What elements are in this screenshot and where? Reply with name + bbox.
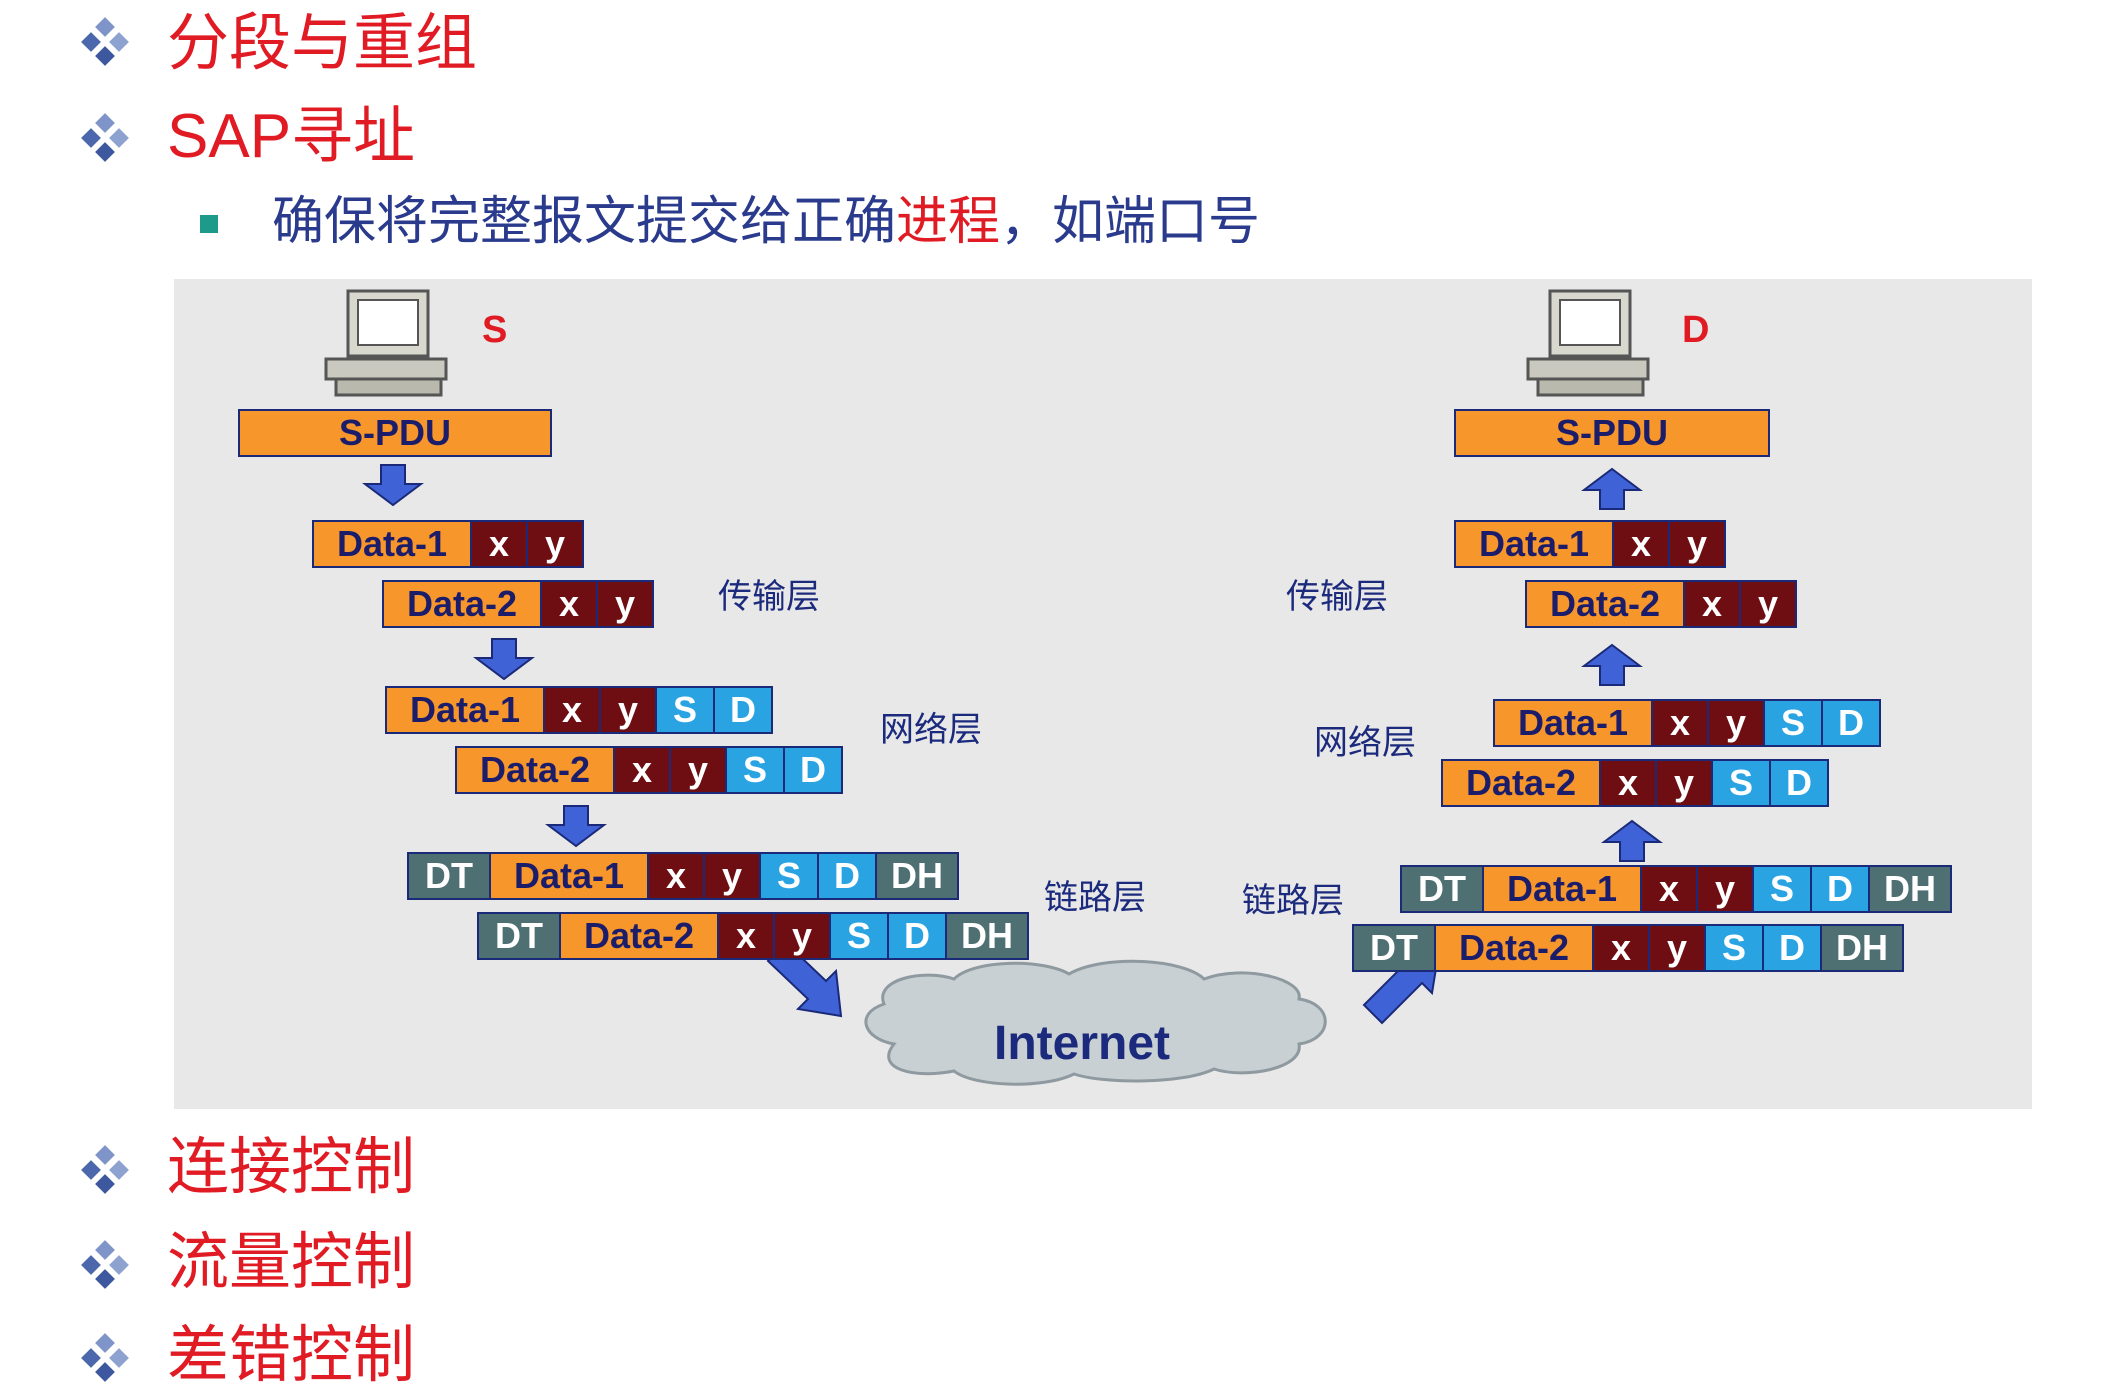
bullet-error-control: 差错控制 <box>167 1318 416 1391</box>
y-cell: y <box>1655 759 1713 807</box>
down-arrow-icon <box>473 638 535 681</box>
dh-cell: DH <box>1868 865 1952 913</box>
d-cell: D <box>887 912 947 960</box>
data1-cell: Data-1 <box>489 852 649 900</box>
data2-cell: Data-2 <box>1441 759 1601 807</box>
x-cell: x <box>1592 924 1650 972</box>
data1-cell: Data-1 <box>385 686 545 734</box>
sender-computer-icon <box>324 289 448 397</box>
data1-cell: Data-1 <box>1493 699 1653 747</box>
s-cell: S <box>759 852 819 900</box>
dh-cell: DH <box>1820 924 1904 972</box>
down-arrow-icon <box>362 464 424 507</box>
s-cell: S <box>1752 865 1812 913</box>
x-cell: x <box>470 520 528 568</box>
bullet-diamond-icon <box>80 1333 130 1383</box>
x-cell: x <box>543 686 601 734</box>
data2-cell: Data-2 <box>1525 580 1685 628</box>
x-cell: x <box>1599 759 1657 807</box>
d-cell: D <box>817 852 877 900</box>
dt-cell: DT <box>477 912 561 960</box>
s-cell: S <box>725 746 785 794</box>
network-layer-label-right: 网络层 <box>1314 723 1416 763</box>
bullet-sap-addressing: SAP寻址 <box>167 102 416 171</box>
x-cell: x <box>647 852 705 900</box>
down-arrow-icon <box>545 805 607 848</box>
dt-cell: DT <box>1352 924 1436 972</box>
s-cell: S <box>1763 699 1823 747</box>
s-cell: S <box>1704 924 1764 972</box>
bullet-segmentation: 分段与重组 <box>167 6 478 79</box>
x-cell: x <box>1612 520 1670 568</box>
d-cell: D <box>1810 865 1870 913</box>
sub-text-suffix: ，如端口号 <box>1000 192 1261 252</box>
dt-cell: DT <box>407 852 491 900</box>
data2-cell: Data-2 <box>455 746 615 794</box>
dh-cell: DH <box>945 912 1029 960</box>
y-cell: y <box>596 580 654 628</box>
sub-bullet-text: 确保将完整报文提交给正确进程，如端口号 <box>272 192 1261 252</box>
y-cell: y <box>773 912 831 960</box>
dt-cell: DT <box>1400 865 1484 913</box>
link-layer-label-left: 链路层 <box>1044 878 1146 918</box>
send-to-internet-arrow-icon <box>766 941 843 1018</box>
x-cell: x <box>613 746 671 794</box>
s-cell: S <box>1711 759 1771 807</box>
y-cell: y <box>1707 699 1765 747</box>
x-cell: x <box>1651 699 1709 747</box>
y-cell: y <box>1648 924 1706 972</box>
up-arrow-icon <box>1601 819 1663 862</box>
up-arrow-icon <box>1581 467 1643 510</box>
y-cell: y <box>599 686 657 734</box>
y-cell: y <box>669 746 727 794</box>
sub-bullet-square-icon <box>200 215 218 233</box>
x-cell: x <box>717 912 775 960</box>
internet-cloud-icon <box>864 959 1327 1086</box>
receiver-computer-icon <box>1526 289 1650 397</box>
d-cell: D <box>1769 759 1829 807</box>
data1-cell: Data-1 <box>312 520 472 568</box>
s-cell: S <box>829 912 889 960</box>
data2-cell: Data-2 <box>1434 924 1594 972</box>
y-cell: y <box>526 520 584 568</box>
x-cell: x <box>1640 865 1698 913</box>
network-layer-label-left: 网络层 <box>880 710 982 750</box>
diagram-graphics <box>324 289 1663 1086</box>
y-cell: y <box>1696 865 1754 913</box>
protocol-diagram: S D Internet 传输层 网络层 链路层 传输层 网络层 链路层 S-P… <box>174 279 2032 1109</box>
bullet-connection-control: 连接控制 <box>167 1130 416 1203</box>
data2-cell: Data-2 <box>382 580 542 628</box>
d-cell: D <box>713 686 773 734</box>
up-arrow-icon <box>1581 643 1643 686</box>
bullet-diamond-icon <box>80 17 130 67</box>
sub-text-prefix: 确保将完整报文提交给正确 <box>272 192 897 252</box>
y-cell: y <box>1668 520 1726 568</box>
x-cell: x <box>540 580 598 628</box>
bullet-flow-control: 流量控制 <box>167 1225 416 1298</box>
d-cell: D <box>1821 699 1881 747</box>
bullet-diamond-icon <box>80 113 130 163</box>
internet-label: Internet <box>994 1017 1171 1070</box>
y-cell: y <box>703 852 761 900</box>
bullet-diamond-icon <box>80 1145 130 1195</box>
transport-layer-label-right: 传输层 <box>1286 577 1388 617</box>
d-cell: D <box>783 746 843 794</box>
y-cell: y <box>1739 580 1797 628</box>
s-cell: S <box>655 686 715 734</box>
sender-spdu: S-PDU <box>238 409 552 457</box>
data2-cell: Data-2 <box>559 912 719 960</box>
link-layer-label-right: 链路层 <box>1242 881 1344 921</box>
dh-cell: DH <box>875 852 959 900</box>
sender-label: S <box>482 309 508 351</box>
data1-cell: Data-1 <box>1454 520 1614 568</box>
data1-cell: Data-1 <box>1482 865 1642 913</box>
x-cell: x <box>1683 580 1741 628</box>
sub-text-highlight: 进程 <box>896 192 1001 252</box>
receiver-label: D <box>1682 309 1710 351</box>
receiver-spdu: S-PDU <box>1454 409 1770 457</box>
transport-layer-label-left: 传输层 <box>718 577 820 617</box>
bullet-diamond-icon <box>80 1240 130 1290</box>
d-cell: D <box>1762 924 1822 972</box>
